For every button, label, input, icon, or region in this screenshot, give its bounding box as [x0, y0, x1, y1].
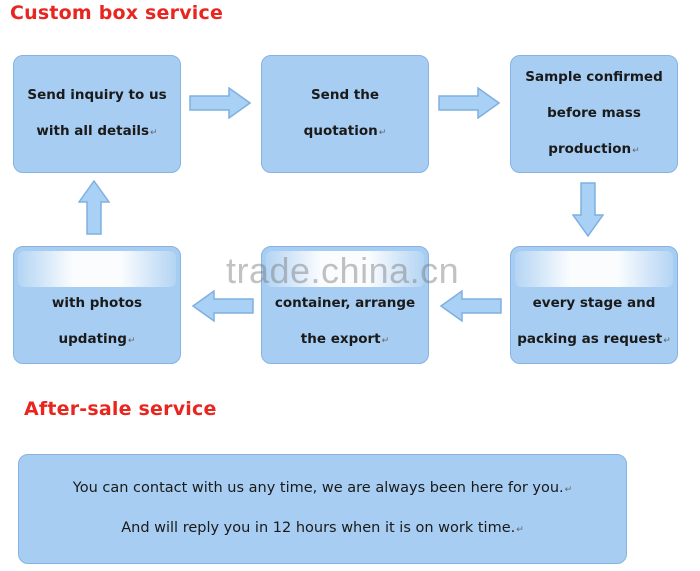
return-icon: ↵	[663, 336, 671, 346]
step-text-line: updating↵	[58, 331, 136, 347]
arrow-up-icon	[78, 180, 110, 235]
step-text-line: Send the	[310, 87, 380, 103]
return-icon: ↵	[381, 336, 390, 346]
step-text-line: container, arrange	[274, 295, 416, 311]
step-photos-updating: with photos updating↵	[13, 246, 181, 364]
custom-box-service-title: Custom box service	[10, 2, 224, 24]
after-sale-line: And will reply you in 12 hours when it i…	[121, 520, 524, 536]
step-every-stage: every stage and packing as request↵	[510, 246, 678, 364]
step-text-line: the export↵	[300, 331, 390, 347]
step-text-line: with photos	[51, 295, 143, 311]
arrow-left-icon	[440, 290, 502, 322]
arrow-left-icon	[192, 290, 254, 322]
step-text-line: before mass	[547, 105, 641, 121]
after-sale-service-title: After-sale service	[24, 398, 217, 420]
step-text-line: production↵	[548, 141, 640, 157]
step-arrange-export: container, arrange the export↵	[261, 246, 429, 364]
return-icon: ↵	[150, 128, 158, 138]
return-icon: ↵	[516, 525, 524, 535]
arrow-right-icon	[438, 87, 500, 119]
faded-text-area	[515, 251, 673, 287]
after-sale-box: You can contact with us any time, we are…	[18, 454, 627, 564]
return-icon: ↵	[378, 128, 387, 138]
step-text-line: Send inquiry to us	[27, 87, 167, 103]
return-icon: ↵	[127, 336, 136, 346]
step-text-line: packing as request↵	[517, 331, 671, 347]
step-text-line: Sample confirmed	[525, 69, 663, 85]
step-text-line: with all details↵	[36, 123, 158, 139]
arrow-right-icon	[189, 87, 251, 119]
step-text-line: every stage and	[532, 295, 656, 311]
step-sample-confirmed: Sample confirmed before mass production↵	[510, 55, 678, 173]
watermark: trade.china.cn	[226, 250, 460, 291]
step-send-quotation: Send the quotation↵	[261, 55, 429, 173]
faded-text-area	[18, 251, 176, 287]
step-send-inquiry: Send inquiry to us with all details↵	[13, 55, 181, 173]
arrow-down-icon	[572, 182, 604, 237]
faded-text-area	[266, 251, 424, 287]
step-text-line: quotation↵	[303, 123, 387, 139]
return-icon: ↵	[564, 485, 573, 495]
after-sale-line: You can contact with us any time, we are…	[72, 480, 573, 496]
return-icon: ↵	[632, 146, 640, 156]
